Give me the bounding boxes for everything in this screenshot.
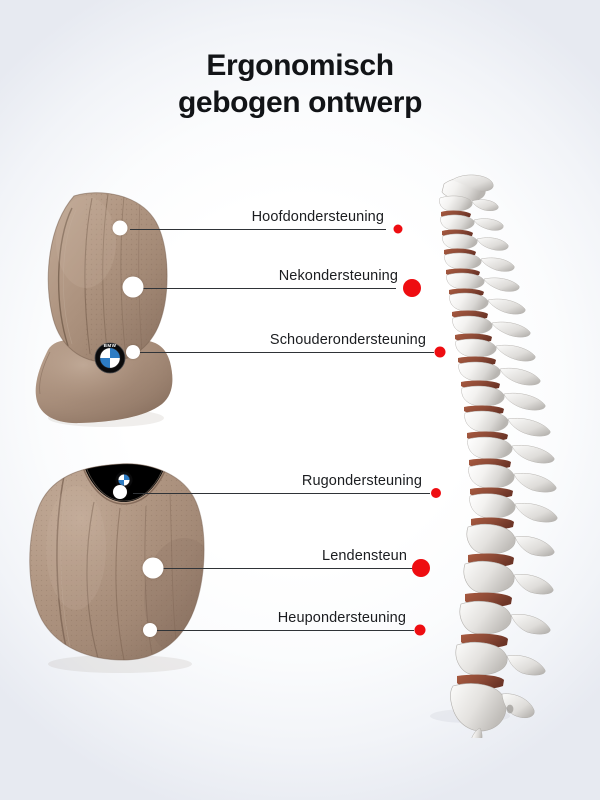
callout-label: Hoofdondersteuning: [251, 209, 384, 225]
anchor-dot-head: [112, 220, 128, 236]
anchor-dot-shoulder: [126, 345, 140, 359]
callout-endpoint-dot: [403, 279, 421, 297]
callout-line: [148, 568, 413, 569]
page-title: Ergonomisch gebogen ontwerp: [0, 48, 600, 121]
callout-line: [133, 352, 434, 353]
callout-label: Heupondersteuning: [277, 610, 406, 626]
callout-endpoint-dot: [431, 488, 441, 498]
callout-endpoint-dot: [414, 624, 426, 636]
human-spine-illustration: [398, 168, 598, 738]
anchor-dot-neck: [122, 276, 144, 298]
anchor-dot-back: [113, 485, 127, 499]
title-line-1: Ergonomisch: [206, 49, 394, 82]
callout-line: [145, 630, 414, 631]
headrest-pillow-image: BMW: [14, 182, 194, 432]
bmw-roundel-logo: BMW: [94, 342, 126, 374]
callout-endpoint-dot: [434, 346, 446, 358]
callout-line: [133, 288, 396, 289]
title-line-2: gebogen ontwerp: [178, 85, 422, 119]
callout-label: Rugondersteuning: [301, 473, 422, 489]
callout-endpoint-dot: [412, 559, 430, 577]
anchor-dot-hip: [143, 623, 157, 637]
callout-label: Lendensteun: [322, 548, 407, 564]
bmw-roundel-logo: [115, 471, 133, 489]
callout-label: Nekondersteuning: [278, 268, 398, 284]
callout-endpoint-dot: [393, 224, 403, 234]
anchor-dot-lumbar: [142, 557, 164, 579]
svg-text:BMW: BMW: [104, 343, 117, 348]
callout-label: Schouderondersteuning: [269, 332, 426, 348]
callout-line: [130, 229, 386, 230]
callout-line: [133, 493, 430, 494]
